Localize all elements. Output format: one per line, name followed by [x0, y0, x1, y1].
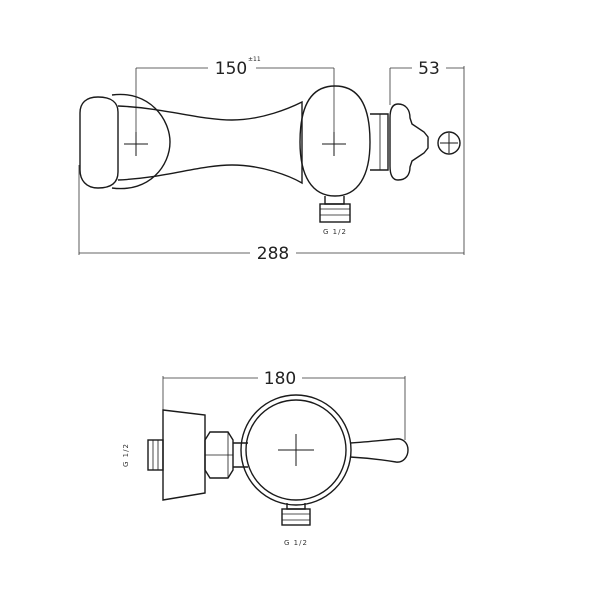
mixer-body	[117, 100, 303, 185]
dimension-53-label: 53	[418, 59, 440, 79]
right-bulb	[299, 85, 371, 197]
round-body-inner	[245, 399, 347, 501]
lever-handle	[349, 438, 409, 463]
right-centre-mark	[322, 132, 346, 156]
thread-label-top: G 1/2	[323, 228, 347, 236]
round-body-outer	[240, 394, 352, 506]
bottom-outlet	[319, 196, 351, 223]
dimension-150-label: 150	[215, 59, 247, 79]
dimension-150-tolerance: ±11	[248, 56, 261, 63]
thread-label-bottom: G 1/2	[284, 539, 308, 547]
dimension-180-label: 180	[264, 369, 296, 389]
end-button	[437, 131, 461, 155]
dimension-150: 150 ±11	[135, 56, 335, 150]
dimension-288: 288	[78, 165, 464, 264]
left-knob	[79, 96, 119, 189]
side-inlet	[147, 439, 164, 471]
dimension-288-label: 288	[257, 244, 289, 264]
cartridge-neck	[370, 113, 389, 171]
connector-nut	[204, 431, 234, 479]
thread-label-side: G 1/2	[122, 443, 130, 467]
wall-plate	[162, 409, 206, 501]
left-rosette	[111, 93, 171, 190]
dimension-180: 180	[162, 369, 406, 440]
left-centre-mark	[124, 132, 148, 156]
thermostat-cap	[389, 103, 429, 181]
body-centre-mark	[278, 434, 314, 466]
bottom-outlet-2	[281, 503, 311, 526]
dimension-53: 53	[389, 59, 465, 255]
front-view: 150 ±11 53 288	[78, 56, 465, 264]
top-view: 180 G 1/2 G	[122, 369, 409, 547]
